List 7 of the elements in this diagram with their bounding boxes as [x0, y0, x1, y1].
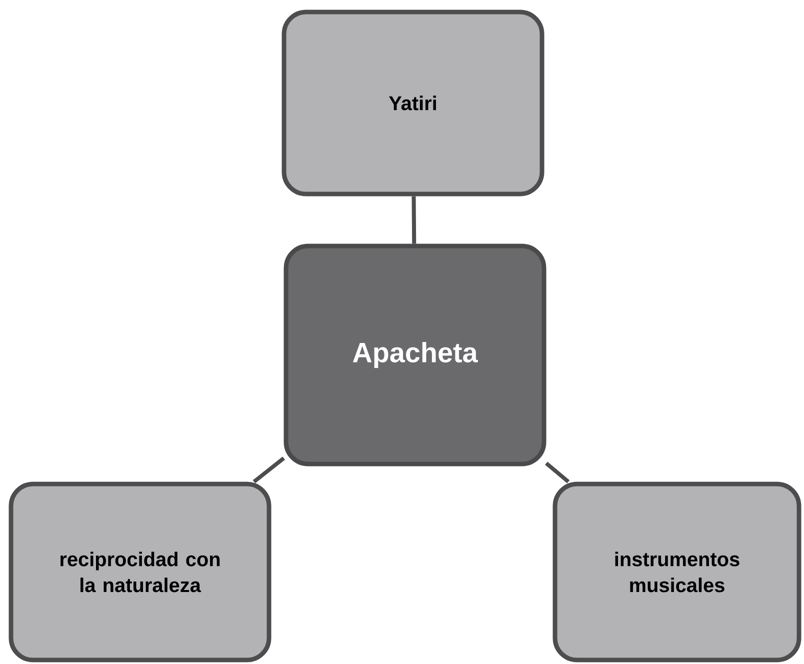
concept-box: Yatiri: [282, 10, 544, 196]
concept-box: instrumentos musicales: [552, 482, 802, 662]
connector-line: [544, 462, 570, 484]
connector-line: [412, 196, 416, 244]
concept-box: reciprocidad con la naturaleza: [8, 482, 272, 662]
connector-line: [252, 456, 285, 484]
central-concept-box: Apacheta: [284, 244, 546, 466]
